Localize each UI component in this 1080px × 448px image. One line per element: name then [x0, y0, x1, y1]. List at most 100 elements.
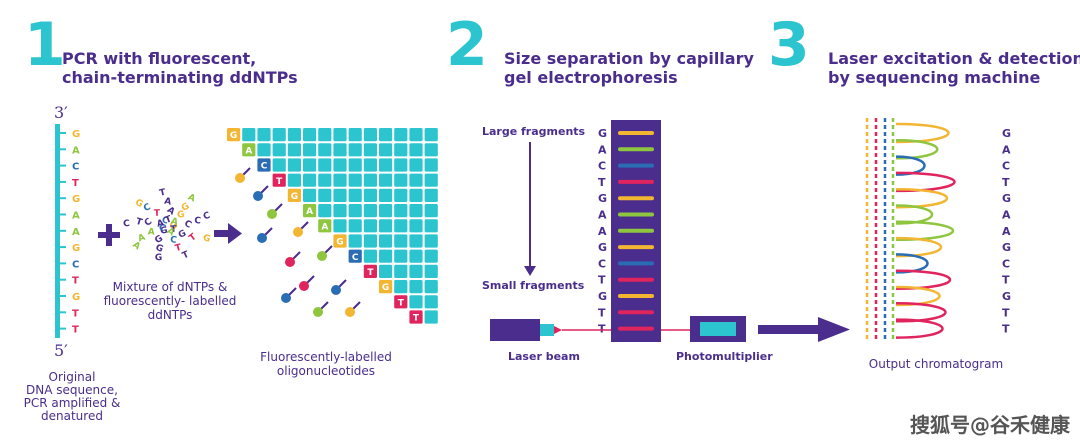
- nucleotide-ball: [345, 307, 355, 317]
- gel-band: [618, 228, 654, 233]
- step-3-title-line-2: by sequencing machine: [828, 68, 1041, 87]
- mixture-letter: A: [170, 216, 179, 228]
- oligo-cell: [348, 143, 362, 157]
- oligo-start-letter: T: [367, 268, 374, 278]
- oligo-start-base: [333, 234, 347, 248]
- chromatogram-letter: A: [1002, 143, 1011, 156]
- strand-base: A: [72, 145, 80, 156]
- mixture-caption-line-3: ddNTPs: [148, 308, 193, 322]
- mixture-letter: G: [180, 201, 192, 213]
- detector-channels: [865, 118, 895, 342]
- oligo-cell: [424, 280, 438, 294]
- mixture-letter: A: [130, 240, 142, 252]
- oligo-cell: [363, 128, 377, 142]
- oligo-cell: [303, 188, 317, 202]
- oligo-cell: [348, 234, 362, 248]
- large-fragments-label: Large fragments: [482, 125, 586, 138]
- oligo-start-base: [257, 158, 271, 172]
- oligo-cell: [333, 158, 347, 172]
- small-fragments-label: Small fragments: [482, 279, 585, 292]
- oligo-start-letter: A: [321, 222, 328, 232]
- oligo-cell: [379, 173, 393, 187]
- gel-band: [618, 326, 654, 331]
- oligo-start-letter: G: [230, 131, 237, 141]
- chromatogram-letter: T: [1002, 176, 1010, 189]
- oligo-cell: [424, 249, 438, 263]
- oligo-cell: [333, 188, 347, 202]
- mixture-letter: A: [156, 218, 165, 229]
- oligo-cell: [272, 158, 286, 172]
- gel-band: [618, 294, 654, 298]
- oligo-cell: [272, 143, 286, 157]
- nucleotide-ball: [313, 307, 323, 317]
- oligo-cell: [394, 128, 408, 142]
- oligo-start-base: [379, 280, 393, 294]
- mixture-letter: T: [164, 214, 174, 226]
- oligo-cell: [409, 143, 423, 157]
- oligo-cell: [394, 143, 408, 157]
- laser-icon: [490, 319, 611, 341]
- oligo-cell: [333, 204, 347, 218]
- step-1-header: 1 PCR with fluorescent, chain-terminatin…: [24, 10, 298, 87]
- mixture-letter: A: [137, 233, 147, 245]
- gel-band: [618, 261, 654, 266]
- electrophoresis-panel: Large fragments Small fragments GACTGAAG…: [482, 120, 850, 363]
- oligo-cell: [348, 158, 362, 172]
- mixture-letter: T: [188, 232, 200, 244]
- oligo-start-letter: A: [306, 207, 313, 217]
- strand-backbone: [55, 124, 60, 338]
- oligo-start-base: [303, 204, 317, 218]
- oligo-caption-line-1: Fluorescently-labelled: [260, 350, 392, 364]
- oligo-start-base: [394, 295, 408, 309]
- oligo-cell: [318, 173, 332, 187]
- strand-base: T: [72, 325, 79, 336]
- gel-band: [618, 163, 654, 168]
- oligo-start-base: [287, 188, 301, 202]
- strand-base: T: [72, 178, 79, 189]
- strand-base: C: [72, 259, 79, 270]
- oligo-start-base: [318, 219, 332, 233]
- strand-base: A: [72, 227, 80, 238]
- mixture-letter: T: [154, 209, 161, 219]
- loose-nucleotides: [235, 167, 361, 317]
- gel-sequence-letter: T: [598, 274, 606, 287]
- arrow-down-icon: [524, 266, 536, 276]
- oligo-caption-line-2: oligonucleotides: [277, 364, 375, 378]
- oligo-cell: [409, 204, 423, 218]
- mixture-letter: C: [169, 235, 178, 246]
- photomultiplier-icon: [690, 316, 746, 342]
- oligo-cell: [379, 143, 393, 157]
- step-1-number: 1: [24, 10, 66, 80]
- oligo-cell: [318, 128, 332, 142]
- mixture-letter: T: [170, 225, 178, 235]
- nucleotide-ball: [257, 233, 267, 243]
- oligo-cell: [348, 188, 362, 202]
- gel-band: [618, 277, 654, 282]
- gel-band: [618, 310, 654, 315]
- oligo-cell: [424, 143, 438, 157]
- oligo-start-letter: T: [413, 314, 420, 324]
- step-2-number: 2: [446, 10, 488, 80]
- gel-sequence-letter: C: [598, 257, 606, 270]
- nucleotide-ball: [281, 293, 291, 303]
- chromatogram-letter: G: [1002, 241, 1011, 254]
- oligo-cell: [318, 204, 332, 218]
- oligo-cell: [303, 128, 317, 142]
- strand-base: T: [72, 308, 79, 319]
- oligo-cell: [394, 234, 408, 248]
- oligo-cell: [363, 158, 377, 172]
- chromatogram-letter: T: [1002, 274, 1010, 287]
- mixture-letter: C: [143, 217, 155, 229]
- mixture-letter: T: [135, 217, 145, 229]
- oligo-cell: [424, 204, 438, 218]
- oligo-cell: [394, 158, 408, 172]
- step-3-number: 3: [768, 10, 810, 80]
- oligo-cell: [379, 128, 393, 142]
- oligo-cell: [409, 173, 423, 187]
- nucleotide-ball: [235, 173, 245, 183]
- oligo-start-base: [363, 264, 377, 278]
- nucleotide-ball: [267, 209, 277, 219]
